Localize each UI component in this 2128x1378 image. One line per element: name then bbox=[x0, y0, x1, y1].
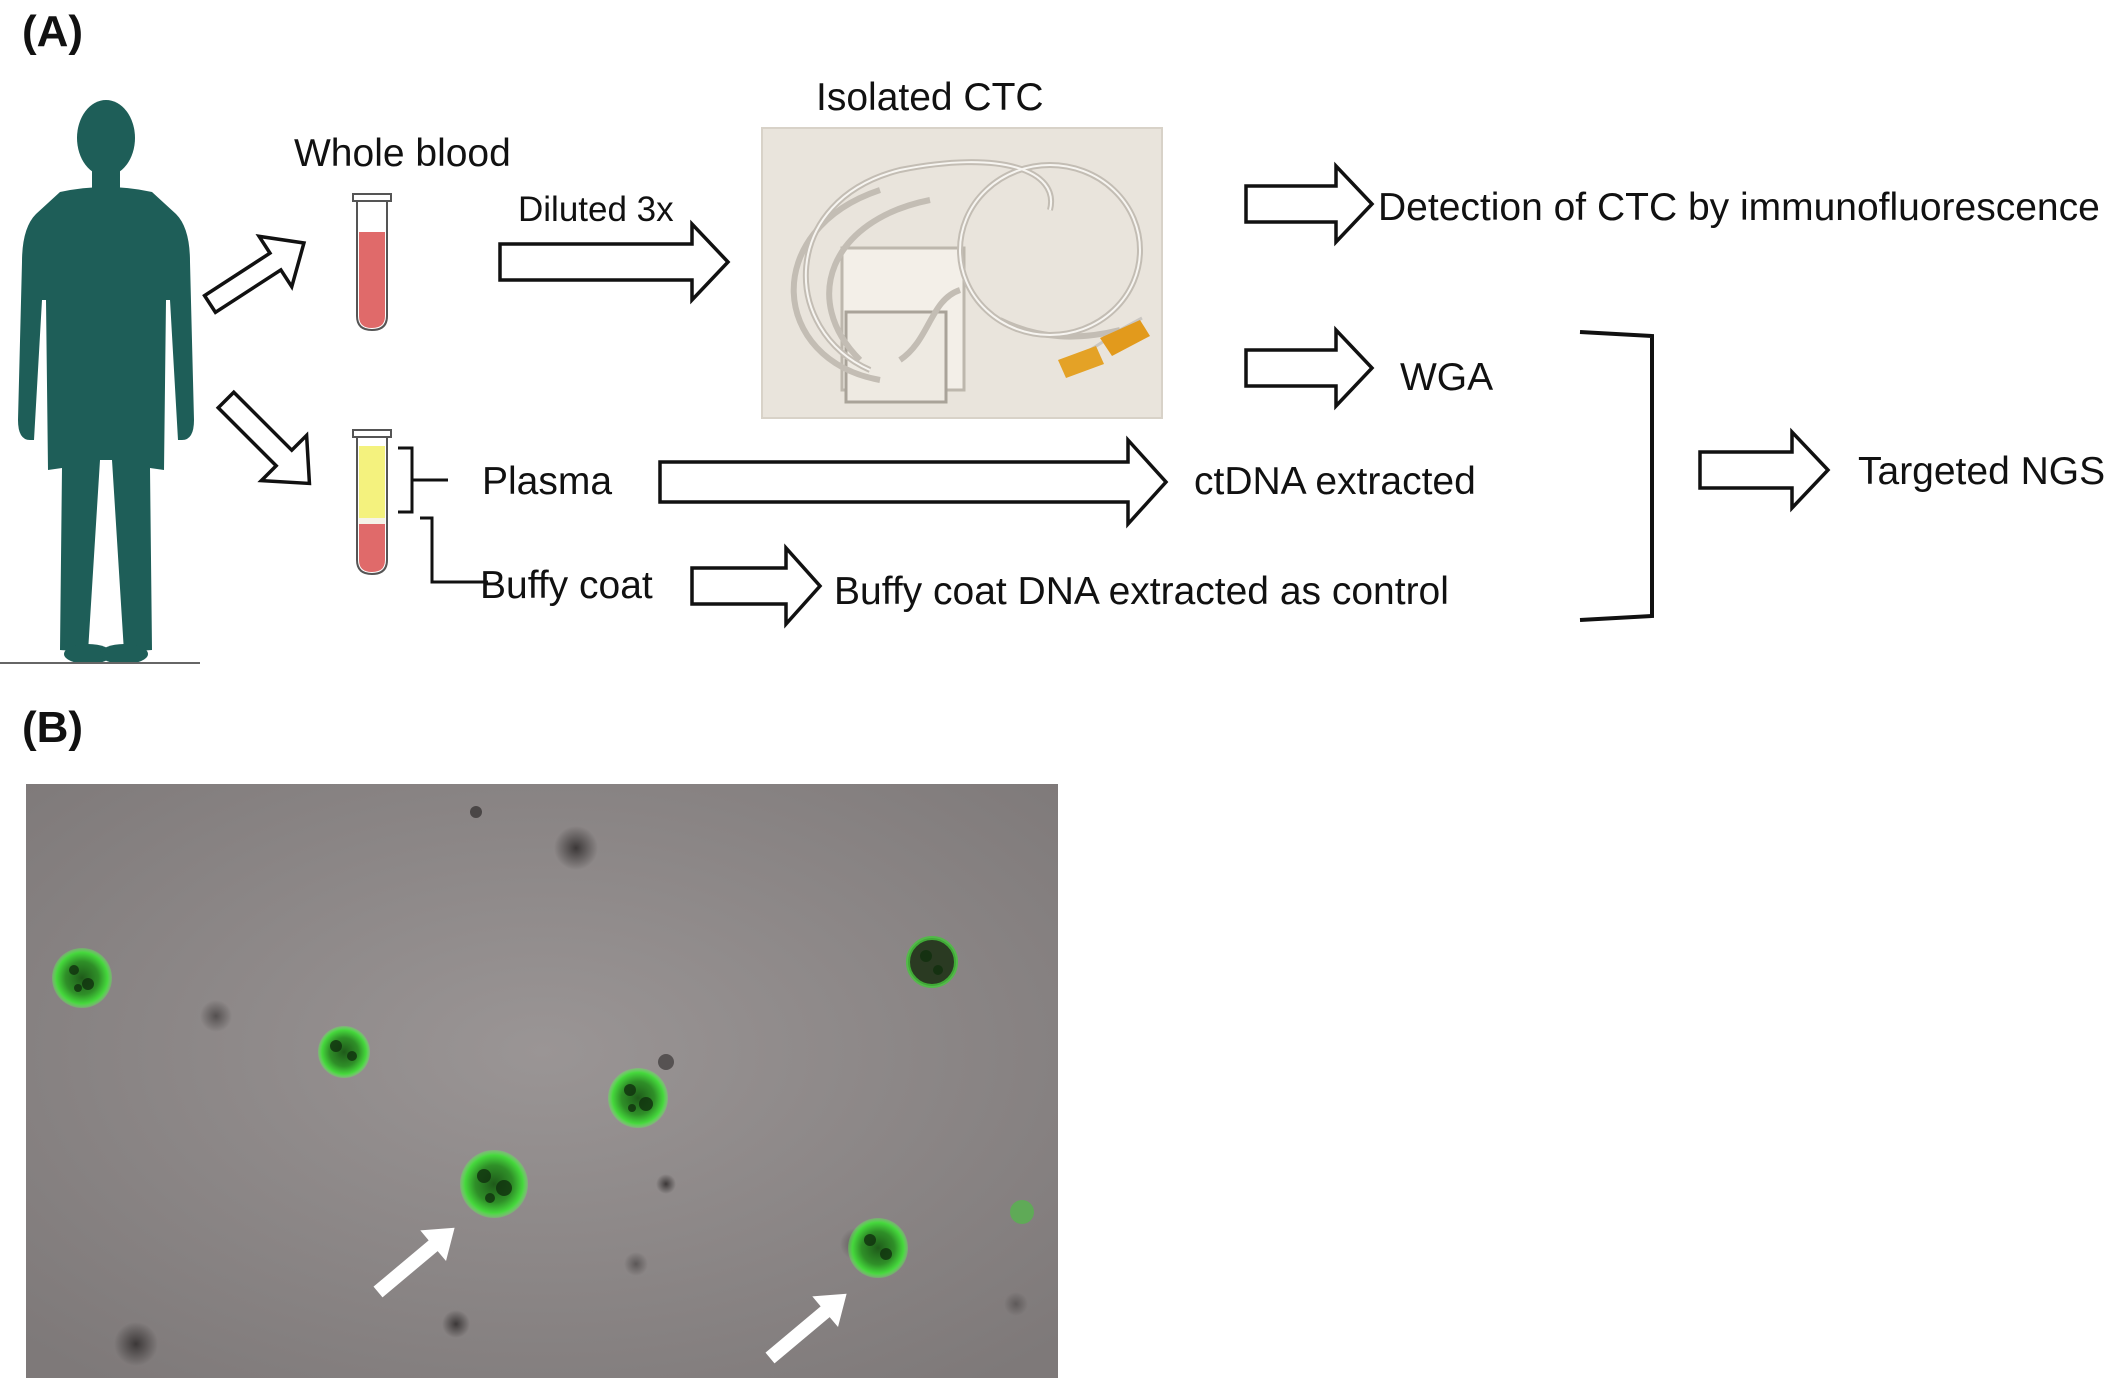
cell bbox=[908, 938, 956, 986]
white-arrow-icon bbox=[765, 1293, 847, 1364]
cell bbox=[318, 1026, 370, 1078]
isolated-ctc-label: Isolated CTC bbox=[816, 76, 1044, 119]
whole-blood-label: Whole blood bbox=[294, 132, 511, 175]
cell bbox=[608, 1068, 668, 1128]
arrow-buffy-coat bbox=[690, 543, 823, 629]
wga-label: WGA bbox=[1400, 356, 1494, 399]
targeted-ngs-label: Targeted NGS bbox=[1858, 450, 2106, 493]
buffy-coat-connector bbox=[420, 516, 488, 584]
detection-label: Detection of CTC by immunofluorescence bbox=[1378, 186, 2100, 229]
panel-label-b: (B) bbox=[22, 703, 84, 752]
microfluidic-chip-photo bbox=[761, 127, 1163, 419]
bracket-icon bbox=[1579, 330, 1654, 622]
separated-tube-icon bbox=[352, 429, 392, 576]
arrow-to-wga bbox=[1244, 325, 1375, 411]
white-arrow-icon bbox=[373, 1227, 455, 1298]
white-arrows bbox=[373, 1227, 847, 1364]
cell bbox=[460, 1150, 528, 1218]
buffy-dna-label: Buffy coat DNA extracted as control bbox=[834, 570, 1449, 613]
diagram-graphics bbox=[0, 100, 1831, 664]
arrow-diluted bbox=[498, 219, 731, 305]
arrow-to-whole-blood bbox=[202, 234, 307, 315]
plasma-label: Plasma bbox=[482, 460, 613, 503]
ctdna-label: ctDNA extracted bbox=[1194, 460, 1476, 503]
panel-label-a: (A) bbox=[22, 7, 84, 56]
cell bbox=[52, 948, 112, 1008]
cell bbox=[848, 1218, 908, 1278]
arrow-to-detection bbox=[1244, 161, 1375, 247]
diluted-label: Diluted 3x bbox=[518, 190, 674, 229]
arrow-plasma-to-ctdna bbox=[658, 435, 1169, 529]
blood-tube-icon bbox=[352, 193, 392, 332]
microscopy-image bbox=[26, 784, 1058, 1378]
arrow-to-targeted-ngs bbox=[1698, 427, 1831, 513]
cells bbox=[52, 936, 1034, 1278]
arrow-to-separated-tube bbox=[215, 389, 312, 486]
plasma-bracket bbox=[398, 446, 448, 514]
buffy-coat-label: Buffy coat bbox=[480, 564, 653, 607]
human-silhouette-icon bbox=[18, 100, 194, 664]
